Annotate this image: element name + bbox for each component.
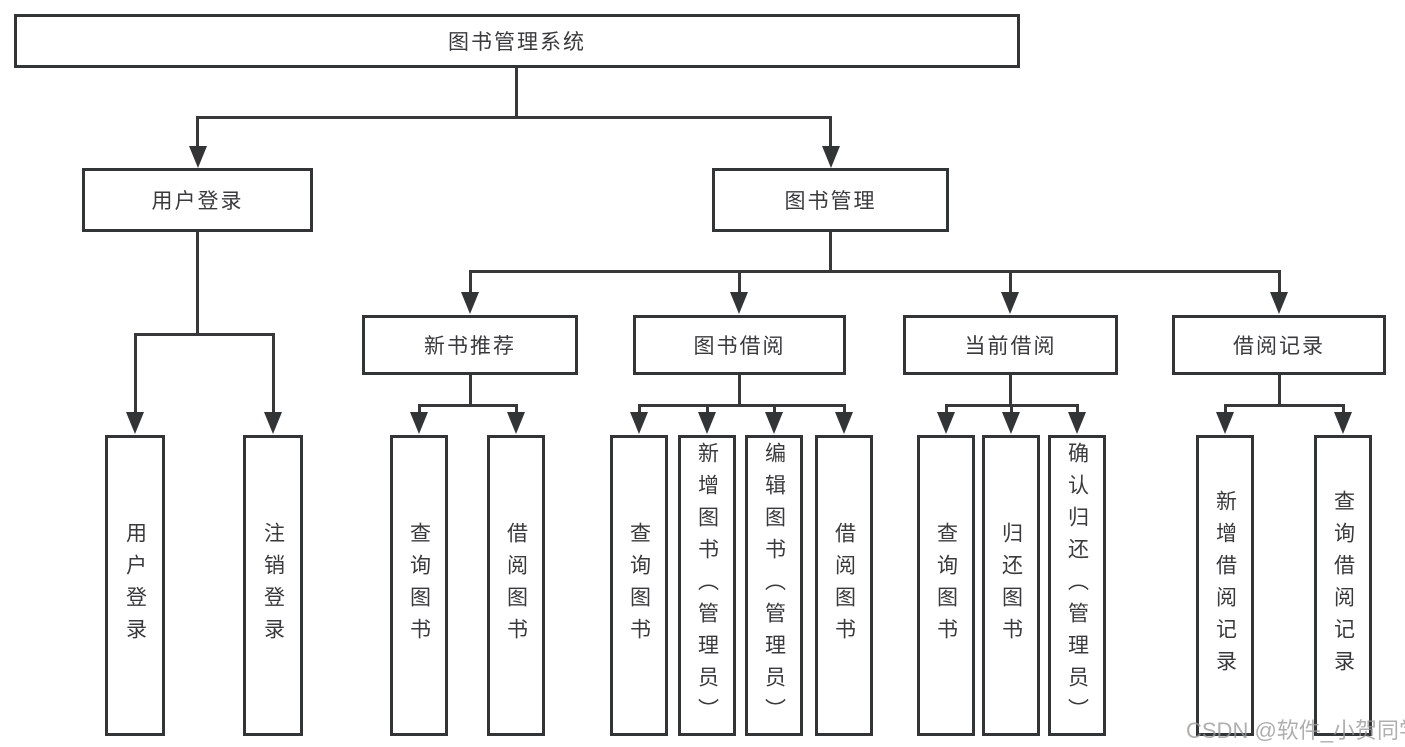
leaf-confirm-return-admin-label: 确认归还（管理员） xyxy=(1065,441,1089,730)
leaf-confirm-return-admin: 确认归还（管理员） xyxy=(1048,435,1106,736)
connector-line xyxy=(469,270,472,292)
connector-line xyxy=(1009,375,1012,406)
leaf-query-books-2-label: 查询图书 xyxy=(627,521,651,650)
node-user-login: 用户登录 xyxy=(82,168,313,232)
arrow-down-icon xyxy=(937,412,955,434)
leaf-add-books-admin: 新增图书（管理员） xyxy=(678,435,736,736)
arrow-down-icon xyxy=(765,412,783,434)
arrow-down-icon xyxy=(410,412,428,434)
connector-line xyxy=(738,375,741,406)
connector-line xyxy=(418,404,518,407)
node-current-borrowing: 当前借阅 xyxy=(903,315,1118,375)
leaf-query-borrow-record-label: 查询借阅记录 xyxy=(1331,489,1355,682)
arrow-down-icon xyxy=(1216,412,1234,434)
node-new-book-recommend-label: 新书推荐 xyxy=(424,335,516,358)
connector-line xyxy=(829,116,832,148)
leaf-query-books-3: 查询图书 xyxy=(917,435,975,736)
leaf-borrow-books-2: 借阅图书 xyxy=(815,435,873,736)
arrow-down-icon xyxy=(630,412,648,434)
leaf-query-books-1: 查询图书 xyxy=(390,435,448,736)
node-current-borrowing-label: 当前借阅 xyxy=(964,335,1057,358)
leaf-add-borrow-record: 新增借阅记录 xyxy=(1196,435,1254,736)
connector-line xyxy=(1009,270,1012,292)
arrow-down-icon xyxy=(835,412,853,434)
leaf-add-books-admin-label: 新增图书（管理员） xyxy=(695,441,719,730)
node-book-borrowing: 图书借阅 xyxy=(633,315,846,375)
leaf-logout-label: 注销登录 xyxy=(261,521,285,650)
leaf-return-books-label: 归还图书 xyxy=(999,521,1023,650)
connector-line xyxy=(638,404,846,407)
leaf-query-books-3-label: 查询图书 xyxy=(934,521,958,650)
watermark: CSDN @软件_小贺同学 xyxy=(1186,718,1405,743)
leaf-borrow-books-2-label: 借阅图书 xyxy=(832,521,856,650)
leaf-query-books-2: 查询图书 xyxy=(610,435,668,736)
arrow-down-icon xyxy=(189,146,207,168)
connector-line xyxy=(196,116,199,148)
connector-line xyxy=(515,404,518,414)
connector-line xyxy=(829,232,832,273)
arrow-down-icon xyxy=(698,412,716,434)
connector-line xyxy=(738,270,741,292)
leaf-query-books-1-label: 查询图书 xyxy=(407,521,431,650)
node-book-borrowing-label: 图书借阅 xyxy=(693,335,786,358)
connector-line xyxy=(418,404,421,414)
connector-line xyxy=(515,68,518,118)
node-user-login-label: 用户登录 xyxy=(151,190,244,213)
arrow-down-icon xyxy=(1068,412,1086,434)
node-root: 图书管理系统 xyxy=(14,14,1020,68)
connector-line xyxy=(1278,375,1281,406)
connector-line xyxy=(1010,404,1013,414)
leaf-edit-books-admin: 编辑图书（管理员） xyxy=(745,435,803,736)
connector-line xyxy=(1278,270,1281,292)
leaf-logout: 注销登录 xyxy=(243,435,303,736)
arrow-down-icon xyxy=(507,412,525,434)
node-book-management-label: 图书管理 xyxy=(784,190,877,213)
connector-line xyxy=(773,404,776,414)
leaf-borrow-books-1: 借阅图书 xyxy=(487,435,545,736)
connector-line xyxy=(1342,404,1345,414)
leaf-user-login-label: 用户登录 xyxy=(123,521,147,650)
leaf-query-borrow-record: 查询借阅记录 xyxy=(1314,435,1372,736)
leaf-return-books: 归还图书 xyxy=(982,435,1040,736)
arrow-down-icon xyxy=(1002,412,1020,434)
arrow-down-icon xyxy=(1270,292,1288,314)
arrow-down-icon xyxy=(1001,292,1019,314)
arrow-down-icon xyxy=(730,292,748,314)
connector-line xyxy=(469,375,472,406)
connector-line xyxy=(843,404,846,414)
node-borrowing-records: 借阅记录 xyxy=(1172,315,1386,375)
connector-line xyxy=(706,404,709,414)
leaf-borrow-books-1-label: 借阅图书 xyxy=(504,521,528,650)
arrow-down-icon xyxy=(1334,412,1352,434)
node-borrowing-records-label: 借阅记录 xyxy=(1233,335,1325,358)
connector-line xyxy=(945,404,948,414)
node-root-label: 图书管理系统 xyxy=(448,31,586,54)
node-new-book-recommend: 新书推荐 xyxy=(362,315,578,375)
connector-line xyxy=(272,333,275,412)
leaf-add-borrow-record-label: 新增借阅记录 xyxy=(1213,489,1237,682)
arrow-down-icon xyxy=(822,146,840,168)
node-book-management: 图书管理 xyxy=(712,168,949,232)
arrow-down-icon xyxy=(461,292,479,314)
arrow-down-icon xyxy=(126,412,144,434)
connector-line xyxy=(469,270,1280,273)
connector-line xyxy=(134,333,137,412)
leaf-edit-books-admin-label: 编辑图书（管理员） xyxy=(762,441,786,730)
connector-line xyxy=(1076,404,1079,414)
connector-line xyxy=(196,232,199,336)
leaf-user-login: 用户登录 xyxy=(105,435,165,736)
connector-line xyxy=(638,404,641,414)
connector-line xyxy=(1224,404,1227,414)
connector-line xyxy=(196,116,832,119)
connector-line xyxy=(134,333,275,336)
arrow-down-icon xyxy=(264,412,282,434)
connector-line xyxy=(1224,404,1344,407)
